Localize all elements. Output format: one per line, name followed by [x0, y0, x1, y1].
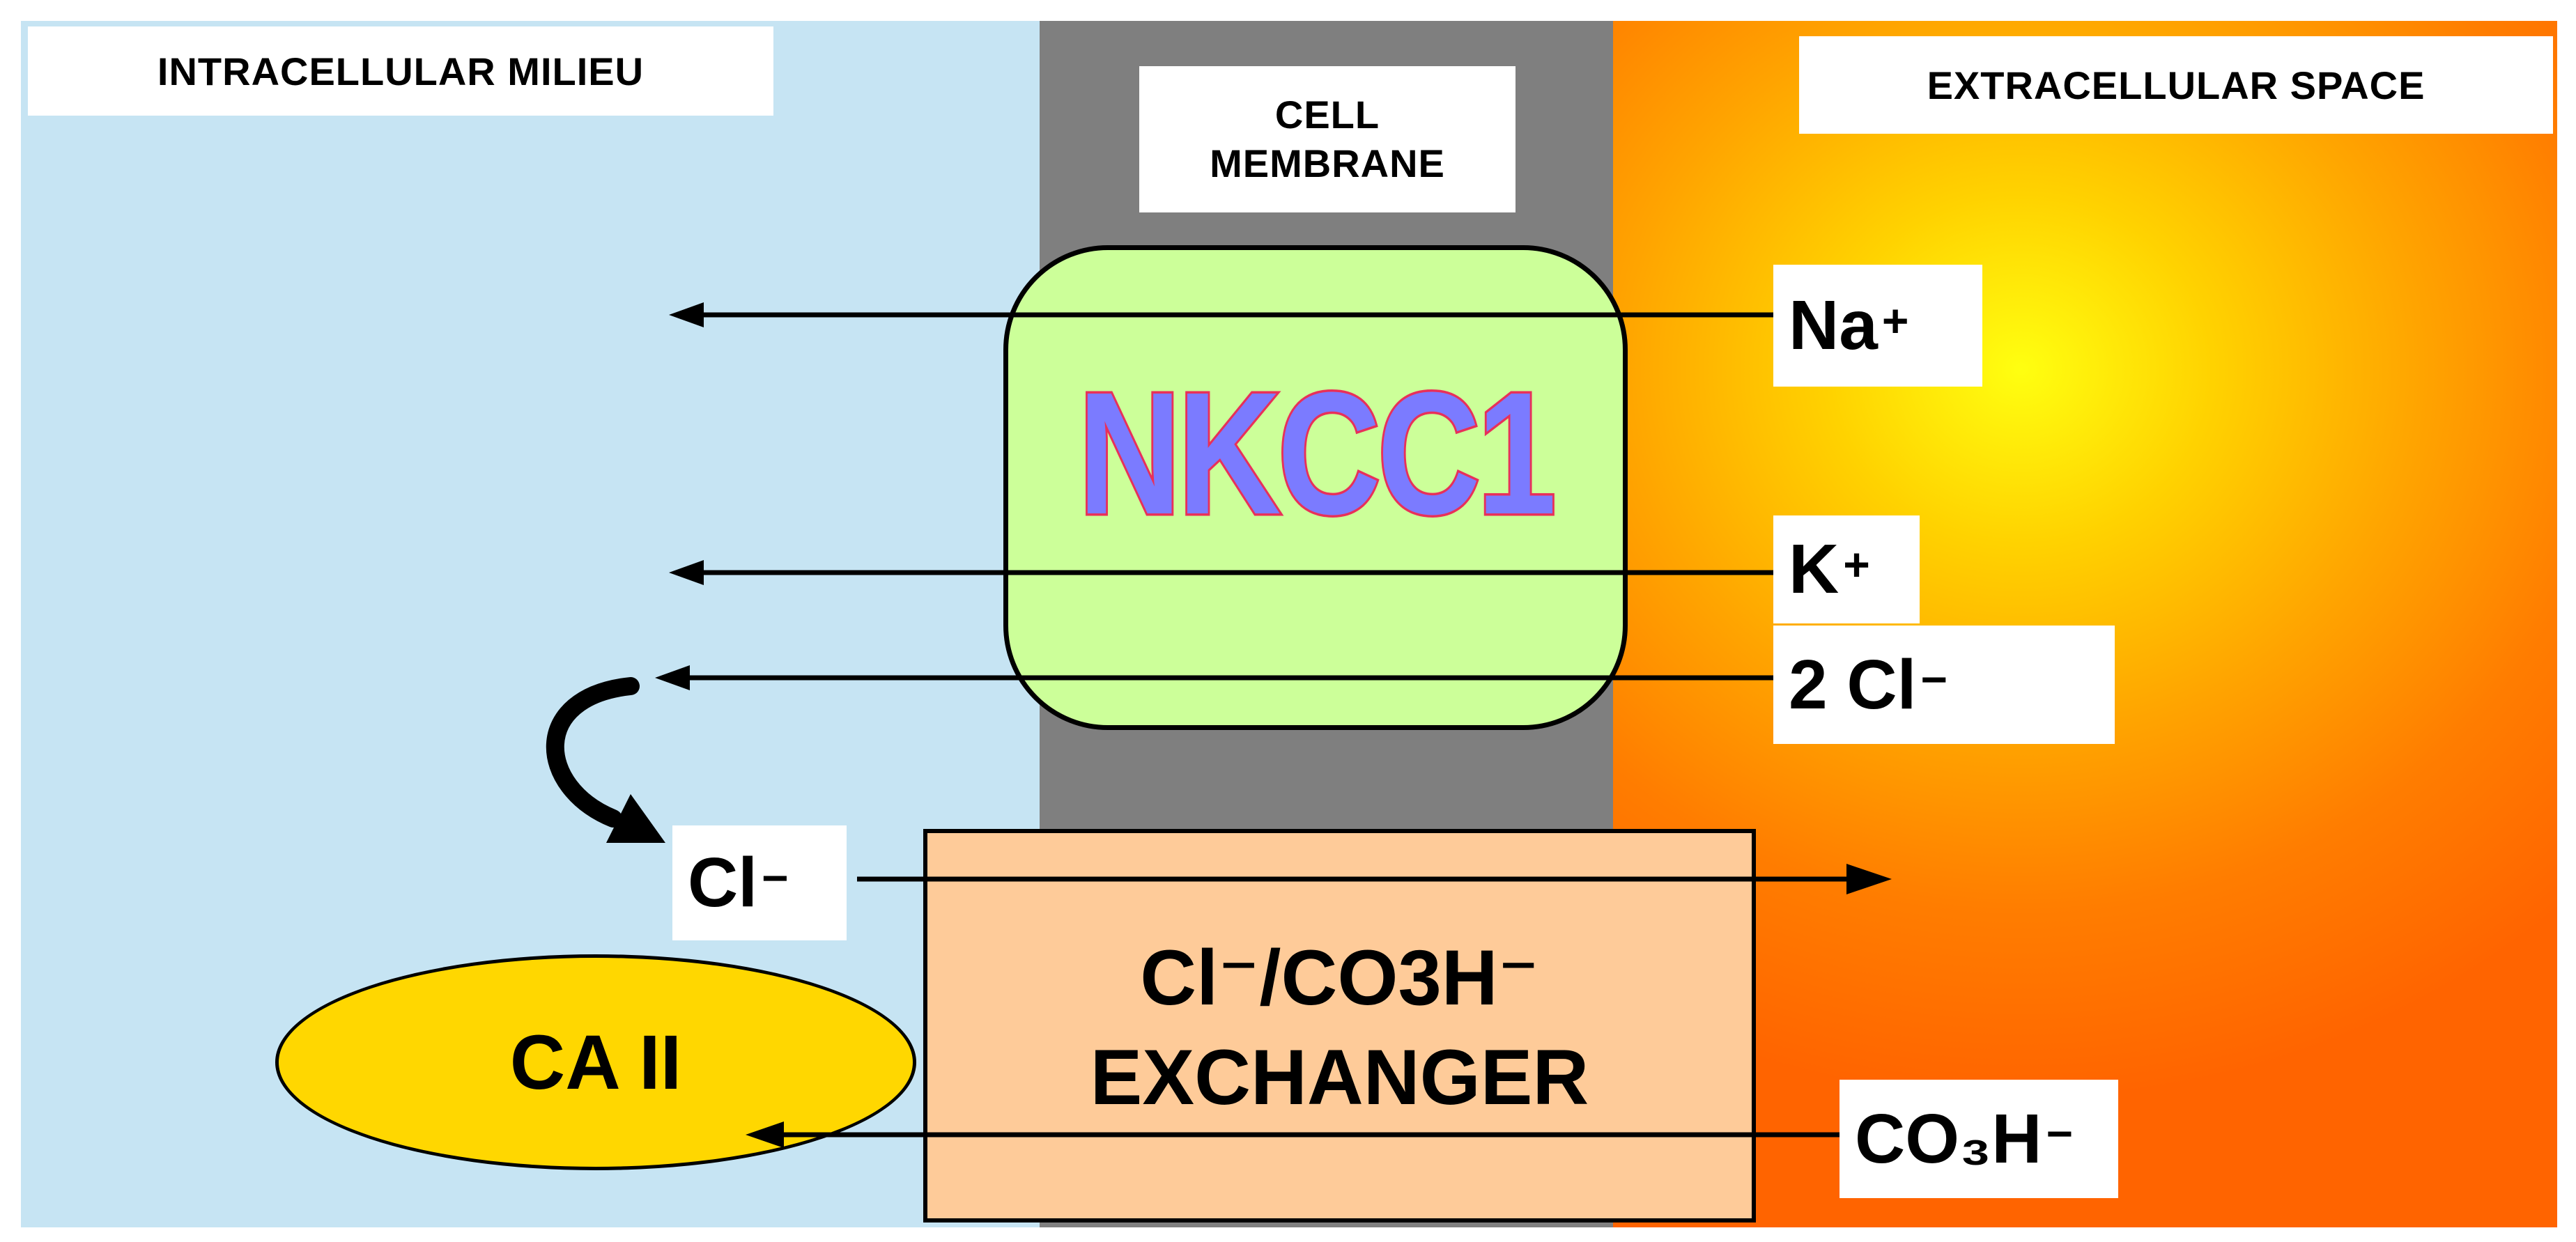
nkcc1-transporter: [1003, 245, 1628, 730]
cell-membrane-label-line2: MEMBRANE: [1210, 141, 1445, 185]
extracellular-label-text: EXTRACELLULAR SPACE: [1927, 63, 2425, 107]
potassium-charge: +: [1843, 538, 1870, 590]
chloride-2-charge: −: [1920, 653, 1948, 705]
potassium-ion-label: K+: [1773, 515, 1920, 623]
exchanger-label: Cl⁻/CO3H⁻ EXCHANGER: [923, 913, 1756, 1142]
carbonic-anhydrase-label: CA II: [509, 1019, 682, 1105]
bicarbonate-ion-label: CO₃H−: [1840, 1080, 2118, 1198]
extracellular-label: EXTRACELLULAR SPACE: [1799, 36, 2553, 134]
bicarbonate-charge: −: [2046, 1108, 2074, 1159]
cell-membrane-label-line1: CELL: [1274, 93, 1380, 137]
sodium-charge: +: [1881, 294, 1909, 346]
sodium-symbol: Na: [1789, 286, 1878, 364]
intracellular-label: INTRACELLULAR MILIEU: [28, 26, 773, 116]
extracellular-zone: [1613, 21, 2557, 1227]
bicarbonate-symbol: CO₃H: [1855, 1099, 2042, 1178]
extracellular-gradient: [1613, 21, 2557, 1227]
chloride-intracellular-label: Cl−: [672, 825, 847, 940]
chloride-2-symbol: 2 Cl: [1789, 645, 1917, 724]
cell-membrane-label: CELL MEMBRANE: [1139, 66, 1515, 212]
chloride-intracellular-symbol: Cl: [688, 844, 757, 922]
sodium-ion-label: Na+: [1773, 265, 1982, 387]
potassium-symbol: K: [1789, 530, 1840, 608]
chloride-bicarbonate-exchanger: [923, 829, 1756, 1222]
exchanger-label-line2: EXCHANGER: [1090, 1034, 1589, 1121]
exchanger-label-line1: Cl⁻/CO3H⁻: [1140, 933, 1539, 1021]
nkcc1-label: NKCC1: [1076, 353, 1558, 552]
chloride-2-ion-label: 2 Cl−: [1773, 626, 2115, 744]
chloride-intracellular-charge: −: [762, 851, 789, 903]
intracellular-label-text: INTRACELLULAR MILIEU: [157, 49, 645, 93]
